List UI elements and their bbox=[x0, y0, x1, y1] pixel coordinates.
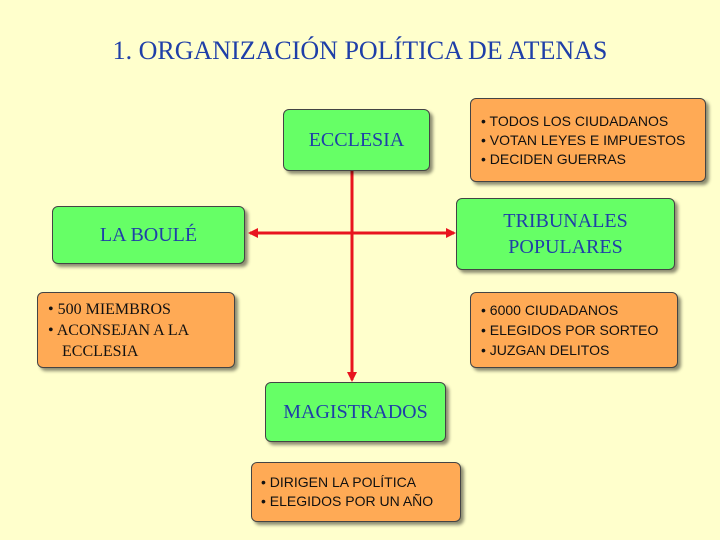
node-tribunales-label-line1: TRIBUNALES bbox=[503, 210, 628, 232]
note-ecclesia-line: • DECIDEN GUERRAS bbox=[481, 150, 626, 167]
note-ecclesia-line: • TODOS LOS CIUDADANOS bbox=[481, 112, 669, 129]
node-magistrados: MAGISTRADOS bbox=[265, 382, 446, 442]
node-magistrados-label: MAGISTRADOS bbox=[283, 400, 428, 423]
note-boule: • 500 MIEMBROS • ACONSEJAN A LA ECCLESIA bbox=[37, 292, 235, 368]
page-title: 1. ORGANIZACIÓN POLÍTICA DE ATENAS bbox=[112, 36, 608, 65]
node-ecclesia-label: ECCLESIA bbox=[308, 128, 405, 151]
node-ecclesia: ECCLESIA bbox=[283, 109, 430, 171]
node-tribunales-label-line2: POPULARES bbox=[508, 236, 623, 258]
note-boule-line: • 500 MIEMBROS bbox=[48, 300, 171, 318]
note-tribunales-line: • ELEGIDOS POR SORTEO bbox=[481, 322, 659, 338]
note-magistrados: • DIRIGEN LA POLÍTICA • ELEGIDOS POR UN … bbox=[251, 462, 461, 522]
note-ecclesia: • TODOS LOS CIUDADANOS • VOTAN LEYES E I… bbox=[470, 98, 706, 182]
note-boule-line: • ACONSEJAN A LA bbox=[48, 321, 190, 339]
note-magistrados-line: • DIRIGEN LA POLÍTICA bbox=[261, 474, 417, 490]
note-boule-line: ECCLESIA bbox=[62, 342, 139, 360]
note-magistrados-line: • ELEGIDOS POR UN AÑO bbox=[261, 493, 434, 509]
note-tribunales: • 6000 CIUDADANOS • ELEGIDOS POR SORTEO … bbox=[470, 292, 678, 368]
node-boule-label: LA BOULÉ bbox=[99, 223, 198, 246]
node-tribunales: TRIBUNALES POPULARES bbox=[456, 198, 675, 270]
note-ecclesia-line: • VOTAN LEYES E IMPUESTOS bbox=[481, 131, 686, 148]
note-tribunales-line: • JUZGAN DELITOS bbox=[481, 342, 610, 358]
note-tribunales-line: • 6000 CIUDADANOS bbox=[481, 302, 619, 318]
node-boule: LA BOULÉ bbox=[52, 206, 245, 264]
